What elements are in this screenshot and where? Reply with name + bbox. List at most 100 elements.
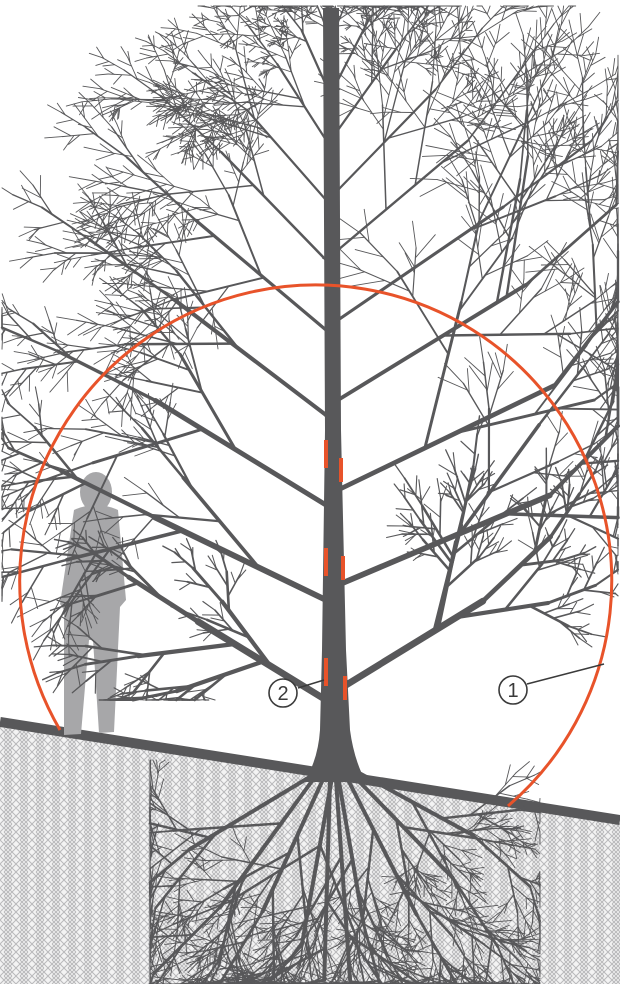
tree-branch [153,97,163,98]
tree-branch [347,13,357,24]
tree-branch [487,363,492,392]
tree-branch [582,42,594,56]
tree-branch [113,393,127,411]
tree-branch [426,146,448,150]
tree-branch [2,549,11,551]
tree-branch [90,98,103,99]
tree-branch [604,239,619,260]
tree-branch [511,269,523,286]
tree-branch [156,60,171,61]
tree-branch [493,59,498,69]
tree-branch [570,631,578,645]
tree-branch [543,348,561,358]
tree-branch [10,258,26,261]
tree-branch [461,441,475,454]
tree-root [533,939,540,940]
tree-branch [161,28,174,29]
tree-branch [584,58,586,74]
tree-branch [54,127,71,136]
tree-branch [175,300,326,415]
tree-branch [555,175,601,197]
tree-branch [362,36,363,44]
tree-branch [105,436,124,440]
tree-branch [130,326,131,341]
tree-branch [605,69,607,87]
tree-branch [161,299,165,314]
tree-branch [443,334,570,336]
tree-branch [117,403,142,428]
tree-branch [555,62,583,93]
tree-branch [102,195,116,196]
tree-branch [74,104,83,116]
tree-branch [580,308,582,332]
tree-branch [175,580,188,582]
tree-branch [155,222,160,235]
tree-branch [32,622,43,637]
tree-branch [486,33,494,48]
tree-branch [434,128,451,137]
tree-branch [422,155,447,156]
tree-branch [203,602,215,611]
tree-branch [190,633,204,638]
tree-branch [4,338,18,343]
tree-branch [457,400,594,432]
tree-branch [506,514,618,518]
tree-branch [86,399,97,417]
tree-branch [547,46,566,47]
tree-branch [27,597,51,601]
tree-branch [547,415,559,434]
tree-branch [220,57,223,71]
tree-branch [437,479,441,499]
tree-branch [100,290,114,304]
tree-branch [556,334,618,371]
tree-branch [155,32,167,38]
tree-branch [35,248,52,252]
tree-branch [419,480,421,496]
tree-branch [583,78,584,147]
tree-branch [426,68,433,69]
tree-branch [338,25,346,26]
tree-branch [487,6,490,14]
tree-branch [396,509,413,510]
tree-branch [592,527,616,556]
tree-branch [171,151,183,155]
tree-branch [220,143,231,149]
tree-branch [396,87,425,127]
tree-branch [545,80,552,99]
tree-branch [188,81,194,90]
tree-branch [43,270,53,282]
tree-branch [587,186,603,193]
tree-branch [615,594,618,596]
tree-branch [35,237,46,246]
tree-branch [13,195,42,208]
tree-branch [252,136,258,147]
tree-branch [462,41,469,44]
tree-branch [30,618,48,627]
tree-branch [480,337,484,362]
tree-branch [148,483,163,505]
tree-branch [216,335,218,349]
tree-branch [10,386,20,396]
tree-branch [268,15,272,17]
tree-branch [172,562,186,563]
tree-branch [536,20,537,37]
tree-branch [84,147,101,151]
tree-branch [240,14,247,19]
tree-branch [70,214,83,220]
tree-branch [105,69,114,75]
tree-branch [82,419,99,421]
tree-branch [96,61,109,65]
tree-branch [27,252,44,255]
tree-branch [58,506,60,524]
tree-root [271,942,283,943]
tree-branch [195,73,202,80]
tree-branch [218,28,225,30]
tree-branch [34,645,52,647]
tree-branch [91,425,106,428]
tree-branch [67,344,125,352]
tree-branch [484,127,494,129]
tree-branch [172,127,181,134]
tree-branch [94,354,111,364]
tree-branch [599,337,613,357]
